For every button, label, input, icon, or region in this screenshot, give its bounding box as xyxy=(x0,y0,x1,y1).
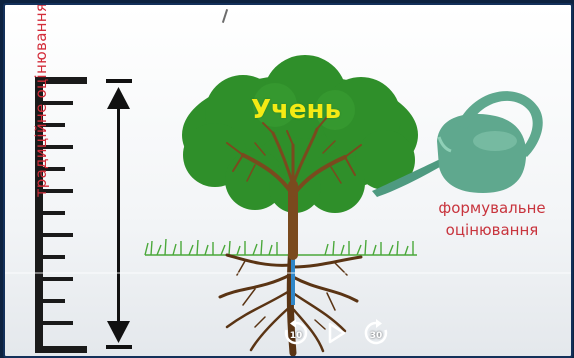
watering-can-icon xyxy=(372,91,543,197)
player-controls: 10 30 xyxy=(280,317,390,351)
formative-assessment-line-1: формувальне xyxy=(438,199,546,217)
forward-button[interactable]: 30 xyxy=(360,317,392,349)
forward-icon xyxy=(364,319,388,345)
play-icon xyxy=(328,322,346,344)
rewind-icon xyxy=(284,319,308,345)
formative-assessment-line-2: оцінювання xyxy=(445,221,539,239)
slide-illustration xyxy=(5,55,571,356)
tree-icon xyxy=(182,55,418,260)
roots-icon xyxy=(218,241,363,356)
video-frame: традиційне оцінювання Учень формувальне … xyxy=(3,3,573,358)
grass-icon xyxy=(144,238,417,256)
ruler-icon xyxy=(35,77,87,353)
play-button[interactable] xyxy=(320,317,352,349)
rewind-button[interactable]: 10 xyxy=(280,317,312,349)
student-label: Учень xyxy=(251,95,341,125)
rewind-seconds: 10 xyxy=(289,331,303,341)
forward-seconds: 30 xyxy=(369,331,383,341)
traditional-assessment-label: традиційне оцінювання xyxy=(32,3,50,198)
height-arrow-icon xyxy=(106,79,132,349)
formative-assessment-label: формувальне оцінювання xyxy=(417,197,567,241)
